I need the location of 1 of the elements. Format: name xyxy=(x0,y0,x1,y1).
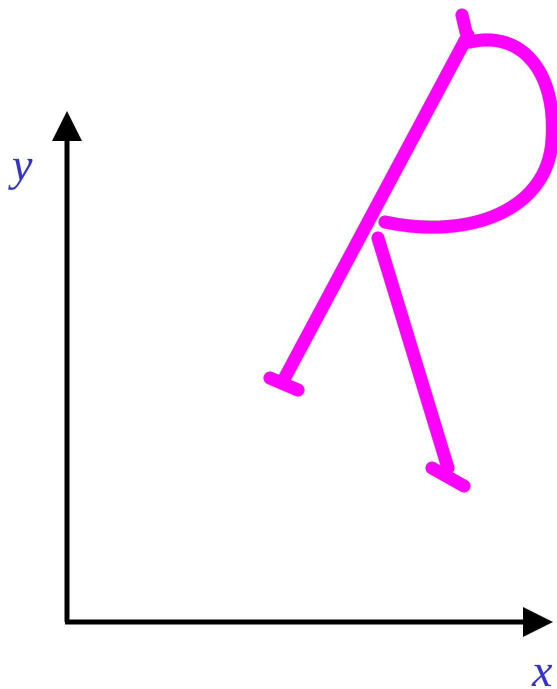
axis-label: x xyxy=(532,648,552,689)
